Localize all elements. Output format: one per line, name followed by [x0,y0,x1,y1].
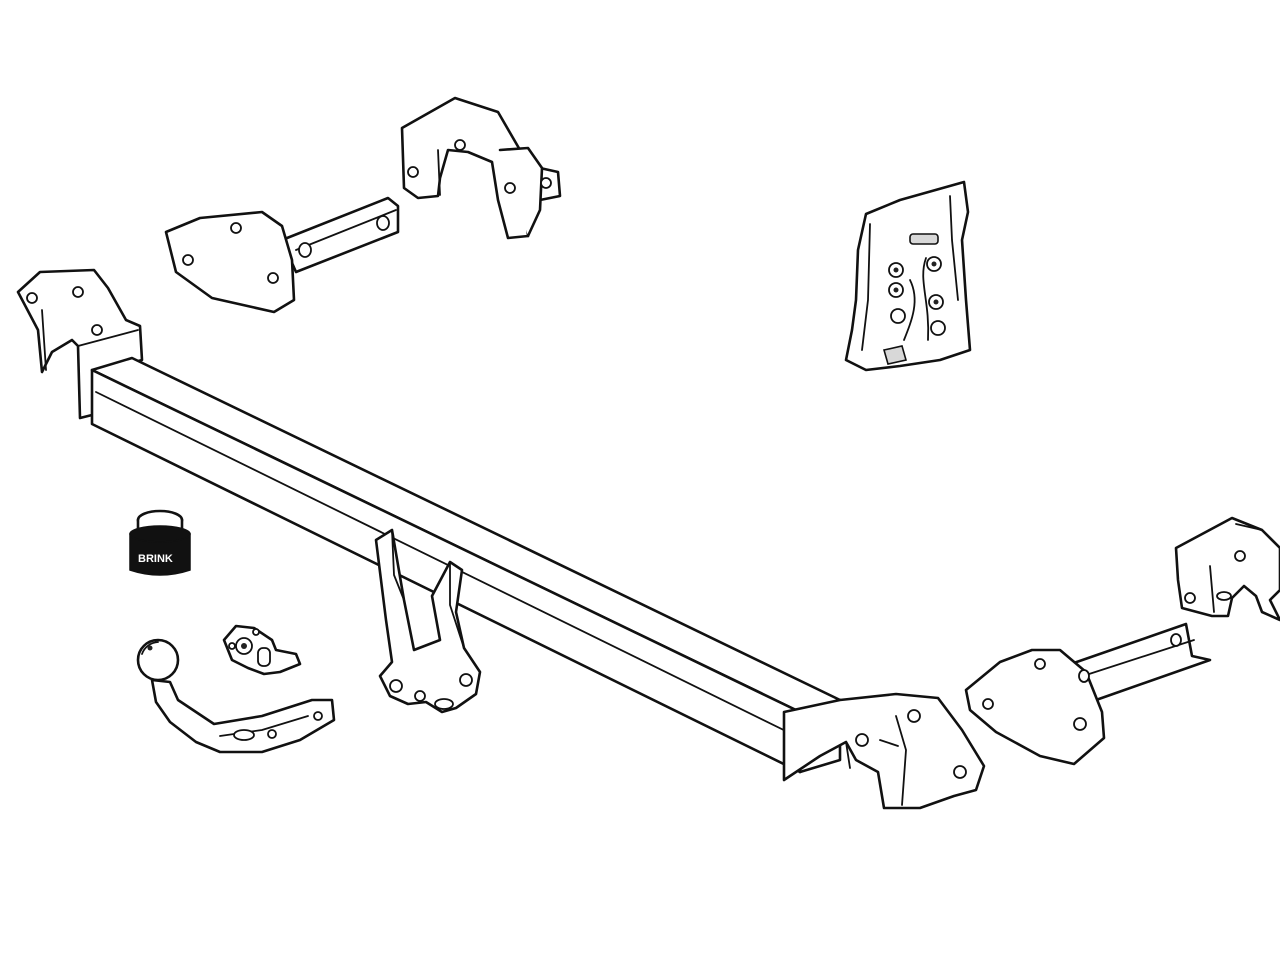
right-far-bracket [1174,516,1280,622]
socket-brand-label: BRINK [138,553,173,565]
main-crossbar [90,356,842,774]
left-end-bracket [16,268,144,420]
tow-ball-neck [136,638,336,754]
right-end-bracket [782,692,986,810]
right-side-plate [964,622,1212,766]
center-tow-bracket [374,528,482,714]
electrical-socket: BRINK [129,509,191,576]
left-top-plate [164,196,400,314]
left-top-angle-bracket [400,96,562,240]
socket-mounting-plate [222,624,302,676]
hardware-bag [844,180,972,372]
